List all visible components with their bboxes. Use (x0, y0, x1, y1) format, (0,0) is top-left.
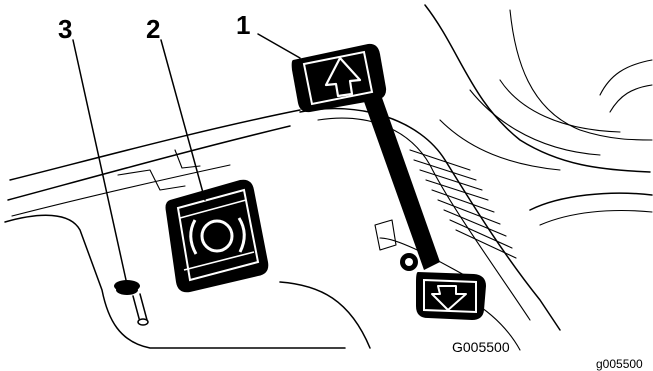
down-arrow-icon (431, 285, 467, 311)
leader-lines (72, 33, 301, 281)
reverse-pedal (416, 272, 486, 320)
callout-2: 2 (146, 14, 160, 44)
up-arrow-icon (324, 56, 362, 98)
fender-contour-lines (424, 4, 653, 226)
leader-line-3 (72, 39, 127, 281)
brake-lock-knob (114, 280, 149, 326)
callout-1: 1 (236, 10, 250, 40)
parking-brake-pedal (165, 179, 269, 293)
leader-line-2 (160, 39, 206, 201)
figure-code: G005500 (452, 339, 510, 355)
brake-symbol-icon (189, 217, 246, 255)
forward-pedal (291, 43, 440, 271)
corner-code: g005500 (596, 357, 643, 371)
floor-contour-lines (4, 107, 561, 351)
leader-line-1 (257, 33, 301, 59)
callout-3: 3 (58, 14, 72, 44)
